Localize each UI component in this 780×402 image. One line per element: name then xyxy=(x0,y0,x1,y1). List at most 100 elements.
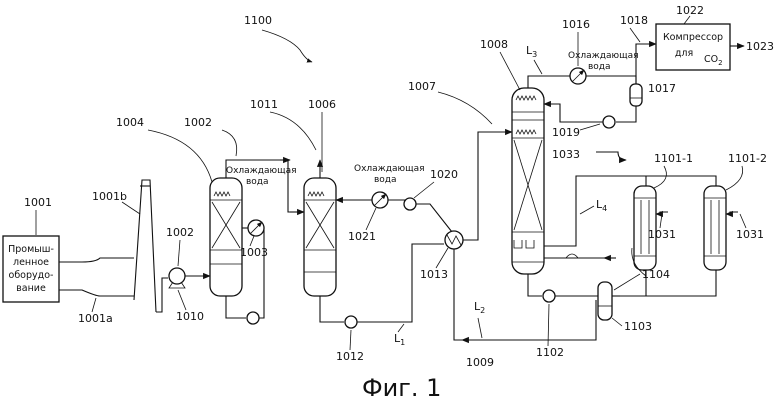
compressor-co2: CO2 xyxy=(704,54,723,67)
column-1004 xyxy=(209,177,243,297)
reboiler-1101-2 xyxy=(703,185,727,271)
figure-ref-arrow xyxy=(261,29,313,63)
condenser-1016-arrow xyxy=(571,69,585,83)
ref-1102-leader xyxy=(547,303,550,347)
reflux-pump-1019 xyxy=(602,115,616,129)
ref-1011: 1011 xyxy=(250,98,278,111)
ref-1019-leader xyxy=(579,123,601,131)
cooling-water-3-line1: Охлаждающая xyxy=(568,51,639,61)
ref-1008: 1008 xyxy=(480,38,508,51)
steam-1031-b xyxy=(725,210,738,218)
pump-1004-circ xyxy=(246,311,260,325)
ref-1018: 1018 xyxy=(620,14,648,27)
ref-1008-leader xyxy=(499,51,521,91)
flue-duct-upper xyxy=(59,257,134,263)
ref-1001b-leader xyxy=(121,201,141,215)
blower-1002 xyxy=(168,267,186,285)
flue-duct-lower xyxy=(59,289,134,297)
gas-to-blower xyxy=(156,277,168,313)
ref-1033: 1033 xyxy=(552,148,580,161)
reflux-drum-bottoms xyxy=(616,106,637,123)
pump-1020 xyxy=(403,197,417,211)
ref-1003: 1003 xyxy=(240,246,268,259)
co2-to-compressor xyxy=(635,40,657,84)
circulation-return xyxy=(256,227,265,319)
co2-compressor-box: Компрессор для CO2 xyxy=(655,23,731,71)
ref-1007-leader xyxy=(437,91,493,125)
lean-from-exchanger xyxy=(416,203,453,233)
pump-1102 xyxy=(542,289,556,303)
stack xyxy=(133,179,157,313)
ref-1020: 1020 xyxy=(430,168,458,181)
ref-1101-1-leader xyxy=(653,165,667,189)
condensate-drum-1103 xyxy=(597,281,613,321)
rich-solvent-line xyxy=(357,243,444,323)
cooling-water-1-line1: Охлаждающая xyxy=(226,166,297,176)
ref-1004-leader xyxy=(147,129,213,183)
heat-exchanger-1013-coil xyxy=(446,234,462,246)
column-1006 xyxy=(303,177,337,297)
condenser-to-drum xyxy=(586,75,637,84)
ref-1101-1: 1101-1 xyxy=(654,152,693,165)
ref-1016: 1016 xyxy=(562,18,590,31)
reboiler-outlets xyxy=(620,270,717,297)
ref-1101-2: 1101-2 xyxy=(728,152,767,165)
ref-1001: 1001 xyxy=(24,196,52,209)
ref-1021-leader xyxy=(365,207,377,231)
ref-1011-leader xyxy=(269,111,317,151)
ref-1002-blower: 1002 xyxy=(166,226,194,239)
stream-l4-label: L4 xyxy=(596,198,607,213)
ref-1104-leader xyxy=(613,273,641,291)
figure-caption: Фиг. 1 xyxy=(362,374,441,402)
ref-1001a-leader xyxy=(91,297,97,313)
stream-l2-label: L2 xyxy=(474,300,485,315)
stream-l2-leader xyxy=(477,317,483,339)
ref-1003-leader xyxy=(249,235,255,247)
industrial-equipment-text-2: ленное xyxy=(13,257,49,268)
ref-1020-leader xyxy=(413,181,435,199)
stream-l3-label: L3 xyxy=(526,44,537,59)
ref-1021: 1021 xyxy=(348,230,376,243)
ref-1103-leader xyxy=(611,317,623,327)
ref-1001b: 1001b xyxy=(92,190,127,203)
ref-1012-leader xyxy=(349,329,352,351)
stripper-overhead xyxy=(527,75,570,88)
steam-1033-arrow xyxy=(596,151,627,164)
ref-1009: 1009 xyxy=(466,356,494,369)
pump-1012 xyxy=(344,315,358,329)
ref-1013: 1013 xyxy=(420,268,448,281)
ref-1002-column: 1002 xyxy=(184,116,212,129)
industrial-equipment-text-3: оборудо- xyxy=(9,270,54,281)
ref-1022-leader xyxy=(683,15,691,25)
reboiler-loop-top xyxy=(544,175,717,247)
cooler-1003-arrow xyxy=(249,221,263,235)
steam-1031-a xyxy=(655,210,668,218)
reboiler-1-return-curve xyxy=(631,247,647,277)
column-1004-bottoms xyxy=(225,296,246,319)
cooling-water-1-line2: вода xyxy=(246,177,269,187)
ref-1012: 1012 xyxy=(336,350,364,363)
ref-1104: 1104 xyxy=(642,268,670,281)
industrial-equipment-text-1: Промыш- xyxy=(8,244,54,255)
rich-solvent-to-stripper xyxy=(463,128,513,241)
stream-l1-label: L1 xyxy=(394,332,405,347)
ref-1007: 1007 xyxy=(408,80,436,93)
stream-l1-leader xyxy=(397,323,405,333)
figure-ref-label: 1100 xyxy=(244,14,272,27)
stream-l4-leader xyxy=(579,205,595,215)
reflux-drum-1017 xyxy=(629,83,643,107)
ref-1101-2-leader xyxy=(725,165,744,191)
ref-1002-column-leader xyxy=(221,129,238,157)
compressor-text-2: для xyxy=(675,48,693,59)
ref-1018-leader xyxy=(629,27,641,43)
stream-l3-leader xyxy=(533,59,543,75)
ref-1103: 1103 xyxy=(624,320,652,333)
lean-solvent-from-stripper xyxy=(453,249,597,341)
ref-1031-b-leader xyxy=(739,213,747,229)
industrial-equipment-box: Промыш- ленное оборудо- вание xyxy=(2,235,60,303)
ref-1006: 1006 xyxy=(308,98,336,111)
ref-1022: 1022 xyxy=(676,4,704,17)
ref-1010-leader xyxy=(177,289,187,311)
blower-base xyxy=(168,281,186,289)
ref-1031-a: 1031 xyxy=(648,228,676,241)
